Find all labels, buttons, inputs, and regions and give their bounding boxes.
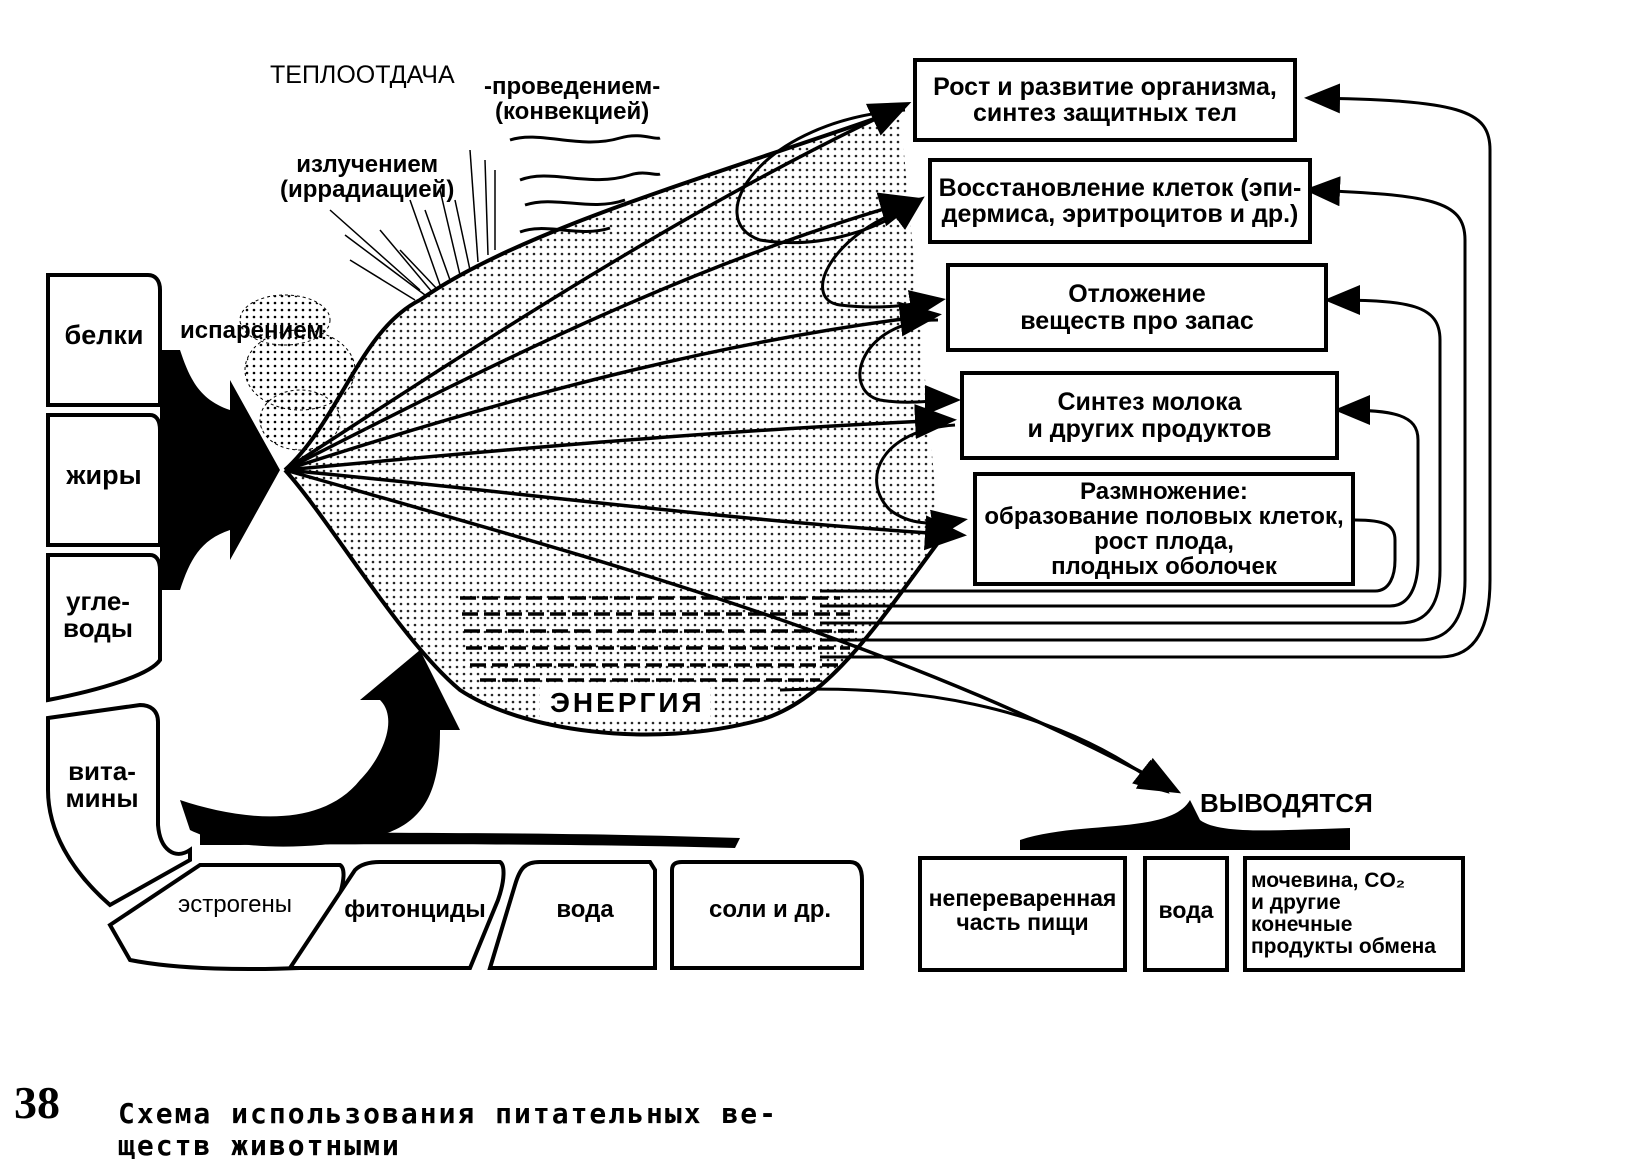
input-arrows [160, 350, 1350, 850]
radiation-label: излучением (иррадиацией) [280, 151, 455, 204]
nutrient-boxes [46, 273, 192, 908]
outcome-growth: Рост и развитие организма, синтез защитн… [933, 72, 1277, 127]
nutrient-vitamins: вита- мины [65, 755, 139, 813]
recycle-arrows [735, 108, 968, 540]
figure-caption: Схема использования питательных ве- щест… [118, 1097, 779, 1163]
nutrient-carbohydrates: угле- воды [63, 585, 133, 643]
outcome-storage: Отложение веществ про запас [1020, 280, 1254, 335]
outcome-milk-synthesis: Синтез молока и других продуктов [1027, 388, 1272, 443]
return-lines [779, 83, 1492, 794]
input-salts: соли и др. [708, 896, 832, 924]
energy-label: ЭНЕРГИЯ [550, 687, 705, 718]
excreted-boxes [918, 856, 1465, 972]
excreted-water: вода [1158, 896, 1214, 923]
input-phytoncides: фитонциды [344, 896, 486, 924]
input-estrogens: эстрогены [177, 891, 292, 919]
input-water: вода [556, 896, 614, 924]
outcome-cell-repair: Восстановление клеток (эпи- дермиса, эри… [938, 173, 1302, 228]
outcome-boxes [913, 58, 1355, 586]
figure-number: 38 [14, 1077, 60, 1128]
evaporation-clouds [239, 294, 356, 451]
conduction-label: -проведением- (конвекцией) [484, 73, 661, 126]
nutrient-proteins: белки [64, 319, 144, 350]
heat-loss-title: ТЕПЛООТДАЧА [270, 61, 455, 89]
excreted-undigested: непереваренная часть пищи [928, 884, 1117, 935]
outcome-reproduction: Размножение: образование половых клеток,… [984, 477, 1344, 581]
evaporation-label: испарением [180, 317, 324, 344]
excreted-label: ВЫВОДЯТСЯ [1200, 788, 1373, 818]
metabolism-body [283, 108, 942, 737]
excreted-end-products: мочевина, CO₂ и другие конечные продукты… [1251, 868, 1436, 959]
radiation-rays [329, 149, 496, 301]
nutrient-fats: жиры [66, 459, 142, 490]
bottom-input-boxes [107, 860, 864, 972]
